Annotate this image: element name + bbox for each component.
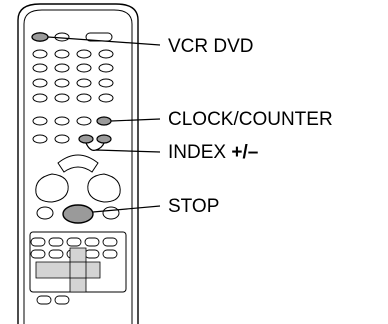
lower-button-grid bbox=[30, 237, 118, 305]
remote-button bbox=[54, 49, 70, 59]
remote-button bbox=[76, 116, 92, 126]
lower-button bbox=[30, 237, 46, 247]
vcr-dvd-button bbox=[31, 32, 49, 42]
remote-button bbox=[76, 78, 92, 88]
remote-button bbox=[54, 116, 70, 126]
lower-button bbox=[36, 295, 52, 305]
stop-button bbox=[62, 204, 94, 224]
button-grid bbox=[32, 49, 114, 144]
remote-button bbox=[98, 78, 114, 88]
lower-button bbox=[84, 237, 100, 247]
remote-button bbox=[98, 93, 114, 103]
lower-button bbox=[102, 249, 118, 259]
remote-button bbox=[98, 49, 114, 59]
leader-clock-counter bbox=[110, 118, 161, 122]
callout-stop: STOP bbox=[168, 196, 220, 217]
nav-left-small bbox=[36, 206, 54, 220]
remote-inner-outline bbox=[23, 9, 133, 324]
remote-button bbox=[76, 93, 92, 103]
callout-vcr-dvd: VCR DVD bbox=[168, 36, 254, 57]
lower-button bbox=[48, 249, 64, 259]
nav-left-pad bbox=[35, 173, 69, 203]
remote-button bbox=[98, 63, 114, 73]
remote-button bbox=[76, 63, 92, 73]
leader-vcr-dvd bbox=[47, 36, 161, 46]
index-minus-button bbox=[78, 134, 94, 144]
nav-cluster bbox=[35, 154, 121, 224]
nav-right-small bbox=[102, 206, 120, 220]
leader-stop bbox=[92, 205, 161, 213]
callout-index-label: INDEX bbox=[168, 142, 232, 163]
lower-button bbox=[30, 249, 46, 259]
top-button-2 bbox=[54, 32, 70, 42]
index-plus-button bbox=[96, 134, 112, 144]
clock-counter-button bbox=[96, 116, 112, 126]
lower-button bbox=[102, 237, 118, 247]
remote-button bbox=[32, 134, 48, 144]
remote-button bbox=[32, 63, 48, 73]
remote-button bbox=[54, 93, 70, 103]
remote-button bbox=[76, 49, 92, 59]
remote-button bbox=[32, 116, 48, 126]
lower-button bbox=[48, 237, 64, 247]
remote-button bbox=[54, 78, 70, 88]
callout-index-sign: +/– bbox=[231, 142, 259, 163]
lower-button bbox=[66, 237, 82, 247]
nav-top-arc bbox=[57, 154, 99, 173]
remote-button bbox=[32, 93, 48, 103]
nav-right-pad bbox=[87, 173, 121, 203]
lower-button bbox=[84, 249, 100, 259]
remote-button bbox=[54, 134, 70, 144]
lower-button bbox=[54, 295, 70, 305]
remote-button bbox=[32, 49, 48, 59]
callout-index: INDEX +/– bbox=[168, 143, 258, 162]
callout-clock-counter: CLOCK/COUNTER bbox=[168, 109, 333, 130]
leader-index bbox=[85, 142, 161, 153]
dpad-center bbox=[69, 261, 87, 279]
remote-button bbox=[54, 63, 70, 73]
remote-button bbox=[32, 78, 48, 88]
